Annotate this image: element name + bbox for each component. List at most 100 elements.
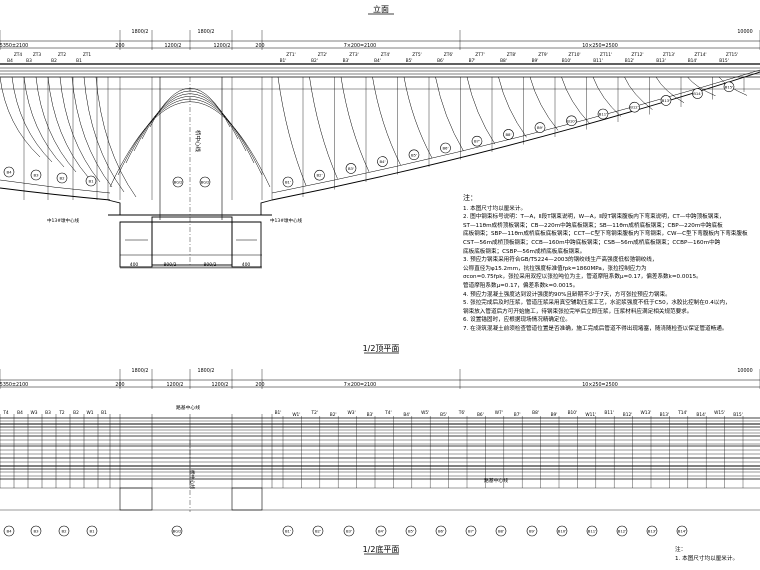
- note-line: σcon=0.75fpk，张拉采用双控以张拉吨位为主，管道摩阻系数μ=0.17，…: [463, 274, 702, 281]
- pier: [107, 77, 273, 268]
- segment-marker-label: B7': [474, 139, 480, 144]
- plan-tendon-label: T4: [2, 410, 9, 416]
- tendon-label: ZT2': [318, 52, 327, 58]
- segment-marker-label: B12': [630, 105, 638, 110]
- plan-dimension-row: [0, 379, 760, 388]
- plan-pier-mark: 桥中心线: [189, 470, 196, 489]
- plan-segment-marker: [282, 525, 294, 537]
- segment-marker: [440, 142, 451, 154]
- svg-text:400: 400: [242, 262, 251, 268]
- segment-marker-label: B13': [662, 98, 670, 103]
- tendon-label: ZT1: [83, 52, 92, 58]
- tendon-label: B10': [562, 58, 572, 64]
- plan-tendon-label: T14': [677, 410, 687, 416]
- footer-notes: 注： 1. 本图尺寸均以厘米计。: [675, 546, 760, 564]
- plan-tendon-label: B9': [551, 412, 558, 418]
- tendon-label: ZT6': [444, 52, 453, 58]
- plan-tendon-label: W1: [87, 410, 94, 416]
- dimension-label: 10×250=2500: [582, 43, 618, 49]
- plan-segment-marker: [495, 525, 507, 537]
- tendon-label: B2: [51, 58, 57, 64]
- dimension-label: 1200/2: [165, 43, 182, 49]
- plan-segment-marker-label: B14': [678, 529, 686, 534]
- plan-tendon-label: B4': [403, 412, 410, 418]
- note-line: 钢束放入管道后方可开始施工，待钢束张拉完毕后立即压浆，压浆材料应满足相关规范要求…: [463, 308, 693, 315]
- tendon-label: ZT4': [381, 52, 390, 58]
- plan-tendon-label: B7': [514, 412, 521, 418]
- note-line: 3. 预应力钢束采用符合GB/T5224—2003的钢绞线生产高强度低松弛钢绞线…: [463, 257, 658, 264]
- note-line: 底板底板钢束；CSBP—56m成桥底板底板钢束。: [463, 248, 586, 255]
- plan-segment-marker: [405, 525, 417, 537]
- top-plan-title: 1/2顶平面: [363, 344, 400, 353]
- dimension-label: 5350±2100: [0, 43, 28, 49]
- segment-marker-label: B8': [505, 132, 511, 137]
- tendon-label: ZT3: [33, 52, 42, 58]
- segment-marker: [660, 95, 672, 106]
- tendon-label: ZT15': [726, 52, 738, 58]
- left-bearing-label: 中13#墩中心线: [47, 217, 79, 224]
- plan-tendon-label: B8': [532, 410, 539, 416]
- tendon-label: B4': [374, 58, 381, 64]
- plan-tendon-label: B14': [696, 412, 706, 418]
- note-line: 5. 张拉完成后及时压浆，管道压浆采用真空辅助压浆工艺，水泥浆强度不低于C50，…: [463, 300, 731, 307]
- segment-marker: [566, 115, 577, 127]
- tendon-label: B4: [7, 58, 13, 64]
- tendon-label: ZT14': [694, 52, 706, 58]
- tendon-label: ZT10': [568, 52, 580, 58]
- dimension-label: 1800/2: [132, 29, 149, 35]
- segment-marker-label: B5': [411, 152, 417, 157]
- plan-tendon-label: B10': [568, 410, 578, 416]
- tendon-label: ZT9': [538, 52, 547, 58]
- tendon-label: B1: [76, 58, 82, 64]
- plan-segment-marker: [556, 525, 568, 537]
- dimension-label: 1200/2: [214, 43, 231, 49]
- segment-marker-label: B0/2: [201, 180, 210, 185]
- dimension-label: 7×200=2100: [344, 382, 376, 388]
- segment-marker: [314, 169, 325, 181]
- tendon-label: B3: [26, 58, 32, 64]
- plan-segment-marker: [465, 525, 477, 537]
- note-line: 6. 设置锚固时，应根据现场情况精确定位。: [463, 317, 571, 324]
- bottom-plan-title: 1/2底平面: [363, 544, 400, 554]
- plan-segment-marker-label: B2: [61, 529, 67, 534]
- segment-marker-label: B3: [33, 173, 39, 178]
- plan-segment-marker-label: B1': [285, 529, 291, 534]
- plan-segment-marker: [343, 525, 355, 537]
- plan-tendon-label: W1': [292, 412, 300, 418]
- segment-marker: [3, 166, 15, 178]
- svg-text:400: 400: [130, 262, 139, 268]
- segment-marker-label: B3': [348, 166, 354, 171]
- plan-segment-marker-label: B8': [498, 529, 504, 534]
- pier-center-line-label: 桥中心线: [194, 130, 202, 153]
- segment-marker-label: B9': [537, 125, 543, 130]
- right-bearing-label: 中13#墩中心线: [270, 217, 302, 224]
- note-line: 管道摩阻系数μ=0.17，偏差系数k=0.0015。: [463, 282, 579, 289]
- dimension-label: 1800/2: [198, 368, 215, 374]
- tendon-label: B2': [311, 58, 318, 64]
- plan-segment-marker: [86, 525, 98, 537]
- svg-text:800/2: 800/2: [164, 262, 177, 268]
- plan-segment-marker: [375, 525, 387, 537]
- note-line: 公称直径为φ15.2mm，抗拉强度标准值fpk=1860MPa，张拉控制应力为: [463, 265, 647, 272]
- tendon-label: B1': [280, 58, 287, 64]
- note-line: 2. 图中钢束标号说明：T—A，Ⅱ段T钢束说明，W—A，Ⅱ段T钢束腹板内下弯束说…: [463, 214, 725, 221]
- plan-tendon-label: W15': [714, 410, 725, 416]
- plan-segment-marker: [646, 525, 658, 537]
- tendon-label: ZT2: [58, 52, 67, 58]
- footer-heading: 注：: [675, 547, 687, 553]
- dimension-label: 200: [255, 43, 264, 49]
- plan-tendon-label: B2: [73, 410, 79, 416]
- segment-marker: [408, 149, 420, 161]
- dimension-label: 7×200=2100: [344, 43, 376, 49]
- plan-tendon-label: T6': [458, 410, 466, 416]
- note-line: 底板钢束；SBP—11θm成桥底板底板钢束；CCT—C型下弯钢束腹板内下弯钢束，…: [463, 231, 748, 238]
- tendon-label: ZT11': [600, 52, 612, 58]
- tendon-label: B7': [469, 58, 476, 64]
- dimension-label: 1800/2: [198, 29, 215, 35]
- plan-tendon-label: W5': [421, 410, 429, 416]
- plan-segment-marker-label: B9': [529, 529, 535, 534]
- segment-marker-label: B11': [599, 112, 607, 117]
